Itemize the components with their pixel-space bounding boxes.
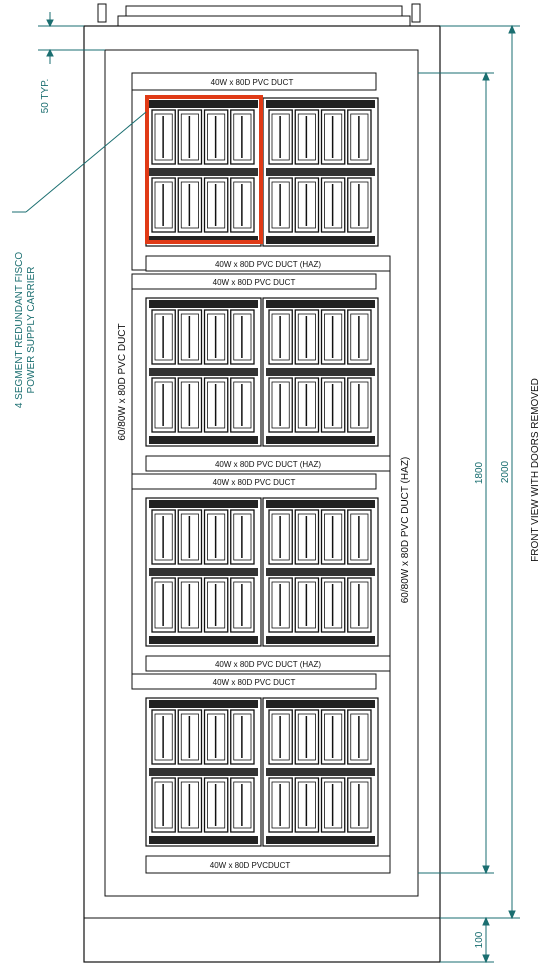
carrier-module (262, 497, 379, 647)
duct-left-vertical-label: 60/80W x 80D PVC DUCT (117, 323, 128, 440)
dimension-2000 (440, 24, 520, 920)
carrier-label-line1: 4 SEGMENT REDUNDANT FISCO (14, 252, 25, 409)
carrier-module (262, 297, 379, 447)
duct-haz-2-label: 40W x 80D PVC DUCT (HAZ) (215, 460, 321, 469)
duct-right-vertical: 60/80W x 80D PVC DUCT (HAZ) (389, 271, 414, 856)
duct-row3-top: 40W x 80D PVC DUCT (131, 473, 377, 490)
highlighted-carrier (145, 95, 263, 244)
duct-row2-top: 40W x 80D PVC DUCT (131, 273, 377, 290)
dimension-1800 (418, 71, 494, 875)
duct-row2-top-label: 40W x 80D PVC DUCT (213, 278, 296, 287)
view-title: FRONT VIEW WITH DOORS REMOVED (530, 378, 541, 562)
duct-right-vertical-label: 60/80W x 80D PVC DUCT (HAZ) (400, 457, 411, 604)
carrier-module (262, 97, 379, 247)
dimension-1800-label: 1800 (474, 461, 485, 484)
cabinet-roof (90, 3, 440, 27)
duct-haz-3-label: 40W x 80D PVC DUCT (HAZ) (215, 660, 321, 669)
dimension-100 (440, 916, 494, 963)
dimension-50-typ (38, 12, 105, 64)
dimension-2000-label: 2000 (500, 460, 511, 483)
duct-left-vertical: 60/80W x 80D PVC DUCT (108, 90, 146, 680)
carrier-module (262, 697, 379, 847)
duct-haz-1: 40W x 80D PVC DUCT (HAZ) (145, 255, 391, 272)
duct-row3-top-label: 40W x 80D PVC DUCT (213, 478, 296, 487)
duct-bottom: 40W x 80D PVCDUCT (145, 855, 391, 874)
duct-haz-2: 40W x 80D PVC DUCT (HAZ) (145, 455, 391, 472)
duct-bottom-label: 40W x 80D PVCDUCT (210, 861, 291, 870)
carrier-module (145, 97, 262, 247)
duct-top: 40W x 80D PVC DUCT (131, 72, 377, 91)
dimension-100-label: 100 (474, 931, 485, 948)
carrier-label-line2: POWER SUPPLY CARRIER (26, 267, 37, 394)
duct-haz-3: 40W x 80D PVC DUCT (HAZ) (145, 655, 391, 672)
lifting-eye-left (97, 3, 107, 23)
duct-haz-1-label: 40W x 80D PVC DUCT (HAZ) (215, 260, 321, 269)
duct-top-label: 40W x 80D PVC DUCT (211, 78, 294, 87)
duct-row4-top: 40W x 80D PVC DUCT (131, 673, 377, 690)
duct-row4-top-label: 40W x 80D PVC DUCT (213, 678, 296, 687)
dimension-50-typ-label: 50 TYP. (40, 79, 51, 114)
carrier-annotation (12, 111, 147, 213)
cabinet-outline (83, 25, 441, 963)
carrier-module (145, 297, 262, 447)
carrier-module (145, 497, 262, 647)
carrier-module (145, 697, 262, 847)
lifting-eye-right (411, 3, 421, 23)
